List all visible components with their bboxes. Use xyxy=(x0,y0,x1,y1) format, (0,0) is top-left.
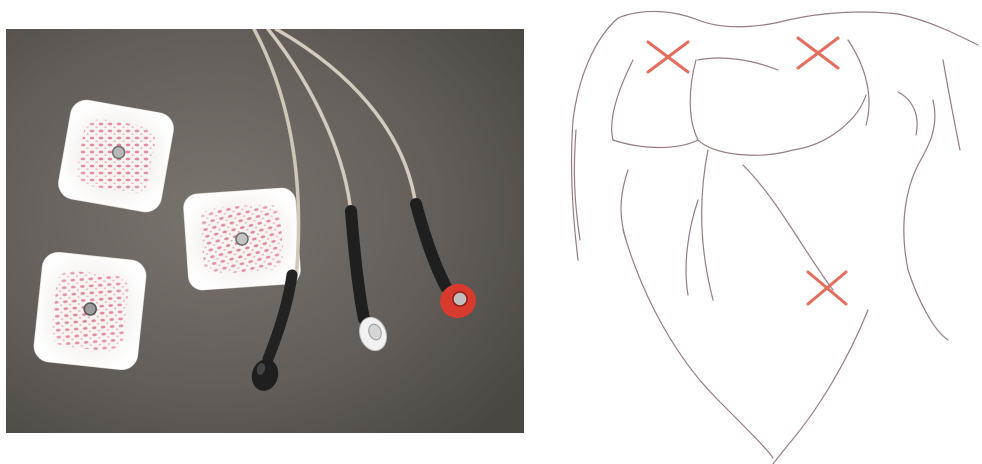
electrode-pad xyxy=(183,187,301,291)
electrode-photo-svg xyxy=(6,29,524,433)
placement-mark xyxy=(808,272,846,304)
placement-mark xyxy=(648,42,688,72)
electrode-pad xyxy=(56,98,176,215)
torso-outline xyxy=(572,11,978,464)
snap-stud xyxy=(84,302,97,315)
electrode-pad xyxy=(33,251,148,371)
placement-sketch xyxy=(548,0,982,464)
electrode-photo xyxy=(6,29,524,433)
placement-sketch-svg xyxy=(548,0,982,464)
placement-mark xyxy=(798,38,838,68)
snap-stud xyxy=(236,233,249,246)
